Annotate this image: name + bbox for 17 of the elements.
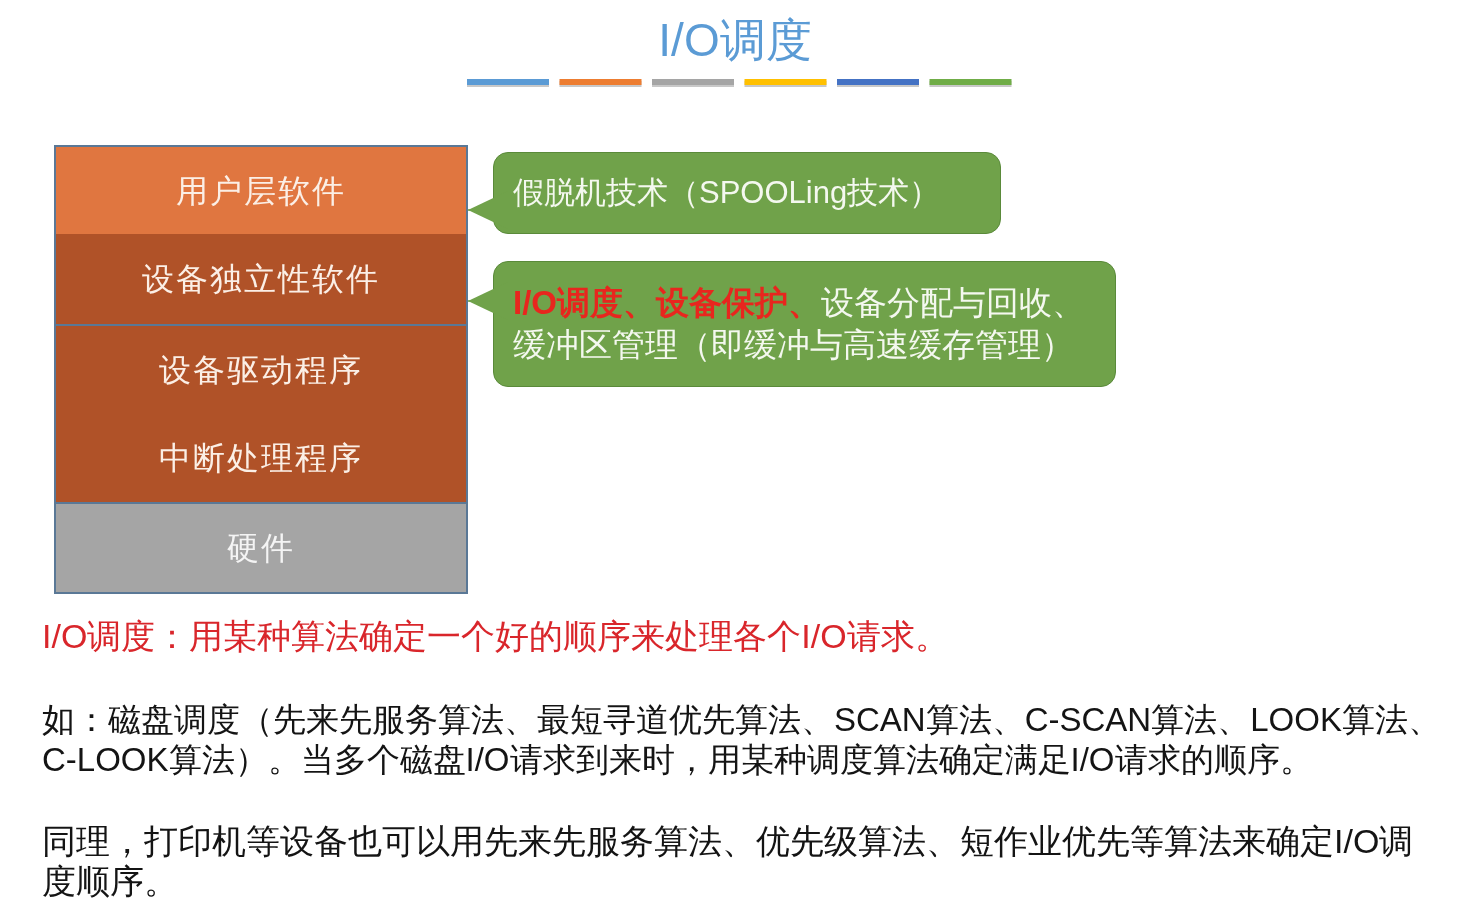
layer-label: 硬件 bbox=[227, 529, 295, 568]
highlighted-note: I/O调度：用某种算法确定一个好的顺序来处理各个I/O请求。 bbox=[42, 616, 949, 656]
callout-text: I/O调度、设备保护、设备分配与回收、缓冲区管理（即缓冲与高速缓存管理） bbox=[513, 283, 1086, 365]
callout-bubble bbox=[493, 152, 1001, 234]
layer-band bbox=[54, 504, 468, 594]
layer-label: 用户层软件 bbox=[176, 171, 346, 211]
layer-band bbox=[54, 234, 468, 326]
callout-text: 假脱机技术（SPOOLing技术） bbox=[513, 174, 941, 212]
body-text: 同理，打印机等设备也可以用先来先服务算法、优先级算法、短作业优先等算法来确定I/O调度顺序。 bbox=[42, 821, 1415, 901]
layer-label: 设备独立性软件 bbox=[142, 260, 380, 299]
layer-band bbox=[54, 326, 468, 504]
callout-bubble bbox=[493, 261, 1116, 387]
layer-band bbox=[54, 145, 468, 234]
layer-label: 中断处理程序 bbox=[159, 439, 363, 478]
title: I/O调度 bbox=[658, 13, 812, 68]
layer-label: 设备驱动程序 bbox=[159, 351, 363, 390]
body-text: 如：磁盘调度（先来先服务算法、最短寻道优先算法、SCAN算法、C-SCAN算法、LOOK算法、C-LOOK算法）。当多个磁盘I/O请求到来时，用某种调度算法确定满足I/O请求的顺序。 bbox=[42, 700, 1442, 780]
